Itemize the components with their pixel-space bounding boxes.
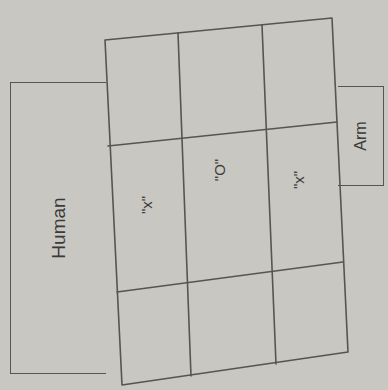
arm-panel: Arm [338, 86, 384, 186]
grid-line [108, 122, 337, 146]
grid-outline [105, 18, 348, 385]
human-panel: Human [10, 82, 106, 374]
grid-line [117, 262, 343, 292]
panel-label: Human [48, 197, 70, 258]
grid-line [262, 25, 276, 364]
grid-line [178, 33, 191, 376]
cell-mark: "x" [290, 171, 307, 189]
cell-mark: "x" [138, 196, 155, 214]
panel-label: Arm [352, 121, 370, 150]
cell-mark: "O" [211, 159, 228, 181]
